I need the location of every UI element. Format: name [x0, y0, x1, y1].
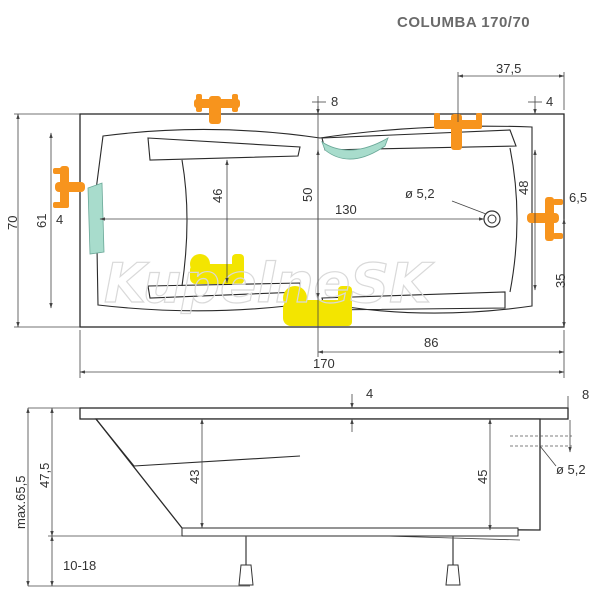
faucet-icon	[194, 94, 240, 124]
side-view: ø 5,2 4 8 max.65,5 47,5 10-18 43 45	[13, 386, 589, 587]
dim-rim: 4	[366, 386, 373, 401]
dim-overflow-length: 86	[424, 335, 438, 350]
bathtub-body-side	[94, 418, 541, 531]
dim-right-edge: 6,5	[569, 190, 587, 205]
dim-drain-height: 35	[553, 274, 568, 288]
footrest-curve	[509, 147, 518, 293]
dim-width-total: 170	[313, 356, 335, 371]
dim-body-height: 47,5	[37, 463, 52, 488]
dim-depth-left: 43	[187, 470, 202, 484]
dim-right-top-offset: 4	[546, 94, 553, 109]
dim-inner-width: 61	[34, 214, 49, 228]
bathtub-rim-side	[79, 407, 569, 420]
dim-max-height: max.65,5	[13, 476, 28, 529]
backrest-line-side	[133, 455, 301, 467]
dim-overflow-diameter: ø 5,2	[556, 462, 586, 477]
dim-center-width: 50	[300, 188, 315, 202]
page-title: COLUMBA 170/70	[397, 14, 530, 31]
leg-icon	[238, 536, 254, 586]
watermark: KupelneSK	[104, 252, 435, 315]
dim-drain-diameter: ø 5,2	[405, 186, 435, 201]
basin-outline	[95, 125, 533, 314]
dim-legs: 10-18	[63, 558, 96, 573]
dim-inner-length: 130	[335, 202, 357, 217]
top-view: KupelneSK 170 86 70 61 4 46 50 130 ø 5,2…	[5, 61, 587, 378]
drain-icon	[190, 254, 244, 284]
dim-faucet-offset: 37,5	[496, 61, 521, 76]
drain-icon	[283, 286, 352, 326]
base-frame	[181, 527, 519, 537]
dim-top-offset: 8	[331, 94, 338, 109]
leg-icon	[445, 536, 461, 586]
dim-left-offset: 4	[56, 212, 63, 227]
dim-depth-right: 45	[475, 470, 490, 484]
dim-height-total: 70	[5, 216, 20, 230]
faucet-icon	[434, 113, 482, 150]
armrest-left	[147, 137, 301, 161]
dim-right-width: 48	[516, 181, 531, 195]
dim-center-depth: 46	[210, 189, 225, 203]
faucet-icon	[53, 166, 85, 208]
headrest-icon	[321, 137, 389, 160]
dim-edge: 8	[582, 387, 589, 402]
headrest-icon	[87, 182, 105, 255]
